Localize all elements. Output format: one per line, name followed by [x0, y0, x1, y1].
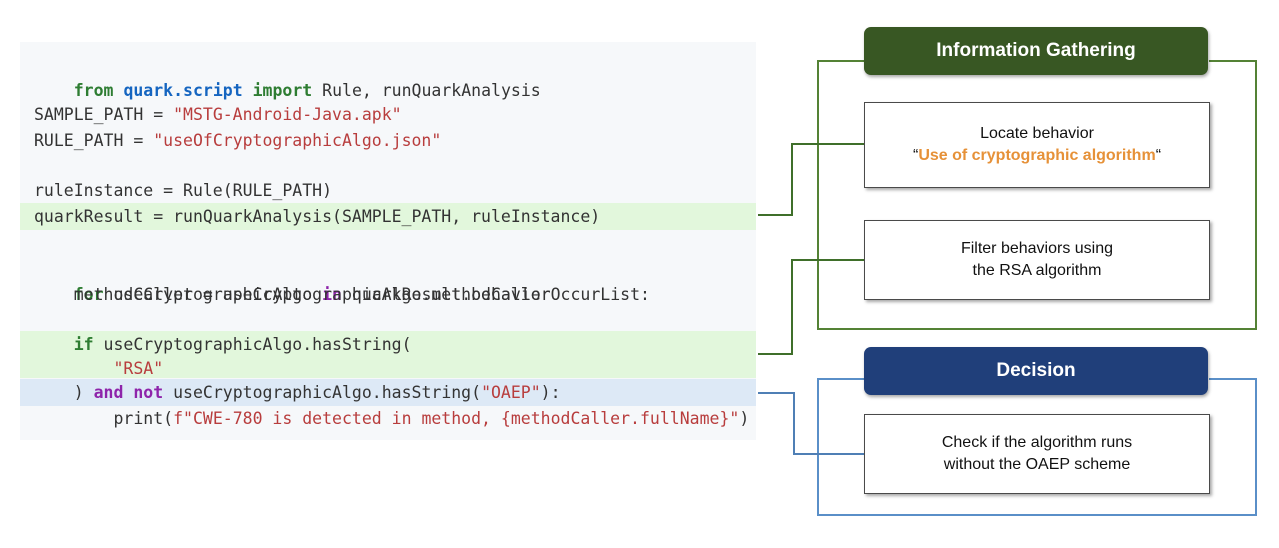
code-line-7: methodCaller = useCryptographicAlgo.meth… [34, 282, 551, 308]
print-call: print( [113, 409, 174, 428]
info-gathering-title: Information Gathering [936, 40, 1136, 61]
keyword-from: from [73, 81, 114, 100]
check-line-2: without the OAEP scheme [943, 456, 1131, 473]
locate-behavior-box: Locate behavior “Use of cryptographic al… [864, 102, 1210, 188]
colon: ): [540, 383, 561, 402]
sample-path-string: "MSTG-Android-Java.apk" [173, 105, 402, 124]
rsa-string: "RSA" [113, 359, 164, 378]
highlight-rsa-block [20, 331, 756, 378]
keyword-for: for [73, 285, 104, 304]
print-close: ) [739, 409, 750, 428]
decision-title: Decision [996, 360, 1076, 381]
oaep-string: "OAEP" [481, 383, 541, 402]
loop-iterable: quarkResult.behaviorOccurList: [341, 285, 650, 304]
code-line-4: ruleInstance = Rule(RULE_PATH) [34, 178, 332, 204]
keyword-not: not [133, 383, 164, 402]
code-line-9: "RSA" [34, 356, 163, 382]
highlight-oaep-line [20, 379, 756, 406]
code-line-1: from quark.script import Rule, runQuarkA… [34, 52, 541, 100]
locate-behavior-label: Locate behavior [980, 125, 1094, 142]
keyword-import: import [252, 81, 313, 100]
rule-path-string: "useOfCryptographicAlgo.json" [153, 131, 442, 150]
module-name: quark.script [123, 81, 243, 100]
keyword-in: in [322, 285, 342, 304]
code-line-8: if useCryptographicAlgo.hasString( [34, 332, 412, 358]
highlight-analysis-line [20, 203, 756, 230]
keyword-and: and [93, 383, 124, 402]
connector-check [758, 392, 864, 455]
filter-line-1: Filter behaviors using [960, 240, 1114, 257]
decision-frame [817, 378, 1257, 516]
locate-behavior-target: “Use of cryptographic algorithm“ [913, 145, 1161, 167]
method-caller-line: methodCaller = useCryptographicAlgo.meth… [34, 285, 551, 304]
code-line-6: for useCryptographicAlgo in quarkResult.… [34, 256, 650, 304]
code-line-11: print(f"CWE-780 is detected in method, {… [34, 406, 749, 432]
code-line-2: SAMPLE_PATH = "MSTG-Android-Java.apk" [34, 102, 402, 128]
filter-line-2: the RSA algorithm [972, 262, 1102, 279]
sample-path-assign: SAMPLE_PATH = [34, 105, 174, 124]
quote-open: “ [912, 147, 919, 164]
keyword-if: if [73, 335, 94, 354]
print-fstring: f"CWE-780 is detected in method, {method… [173, 409, 740, 428]
loop-var: useCryptographicAlgo [103, 285, 323, 304]
rule-path-assign: RULE_PATH = [34, 131, 154, 150]
quote-close: “ [1155, 147, 1162, 164]
code-line-10: ) and not useCryptographicAlgo.hasString… [34, 380, 561, 406]
check-line-1: Check if the algorithm runs [941, 434, 1133, 451]
has-string-call-2: useCryptographicAlgo.hasString( [163, 383, 482, 402]
behavior-name: Use of cryptographic algorithm [918, 147, 1156, 164]
decision-header: Decision [864, 347, 1208, 395]
close-paren: ) [34, 383, 94, 402]
has-string-call: useCryptographicAlgo.hasString( [93, 335, 412, 354]
import-names: Rule, runQuarkAnalysis [312, 81, 541, 100]
code-panel: from quark.script import Rule, runQuarkA… [20, 42, 756, 440]
connector-filter [758, 259, 864, 355]
code-line-3: RULE_PATH = "useOfCryptographicAlgo.json… [34, 128, 441, 154]
info-gathering-header: Information Gathering [864, 27, 1208, 75]
rule-instance-line: ruleInstance = Rule(RULE_PATH) [34, 181, 333, 200]
filter-behaviors-box: Filter behaviors using the RSA algorithm [864, 220, 1210, 300]
check-algorithm-box: Check if the algorithm runs without the … [864, 414, 1210, 494]
code-line-5: quarkResult = runQuarkAnalysis(SAMPLE_PA… [34, 204, 600, 230]
quark-result-line: quarkResult = runQuarkAnalysis(SAMPLE_PA… [34, 207, 601, 226]
connector-locate [758, 143, 864, 216]
info-gathering-frame [817, 60, 1257, 330]
